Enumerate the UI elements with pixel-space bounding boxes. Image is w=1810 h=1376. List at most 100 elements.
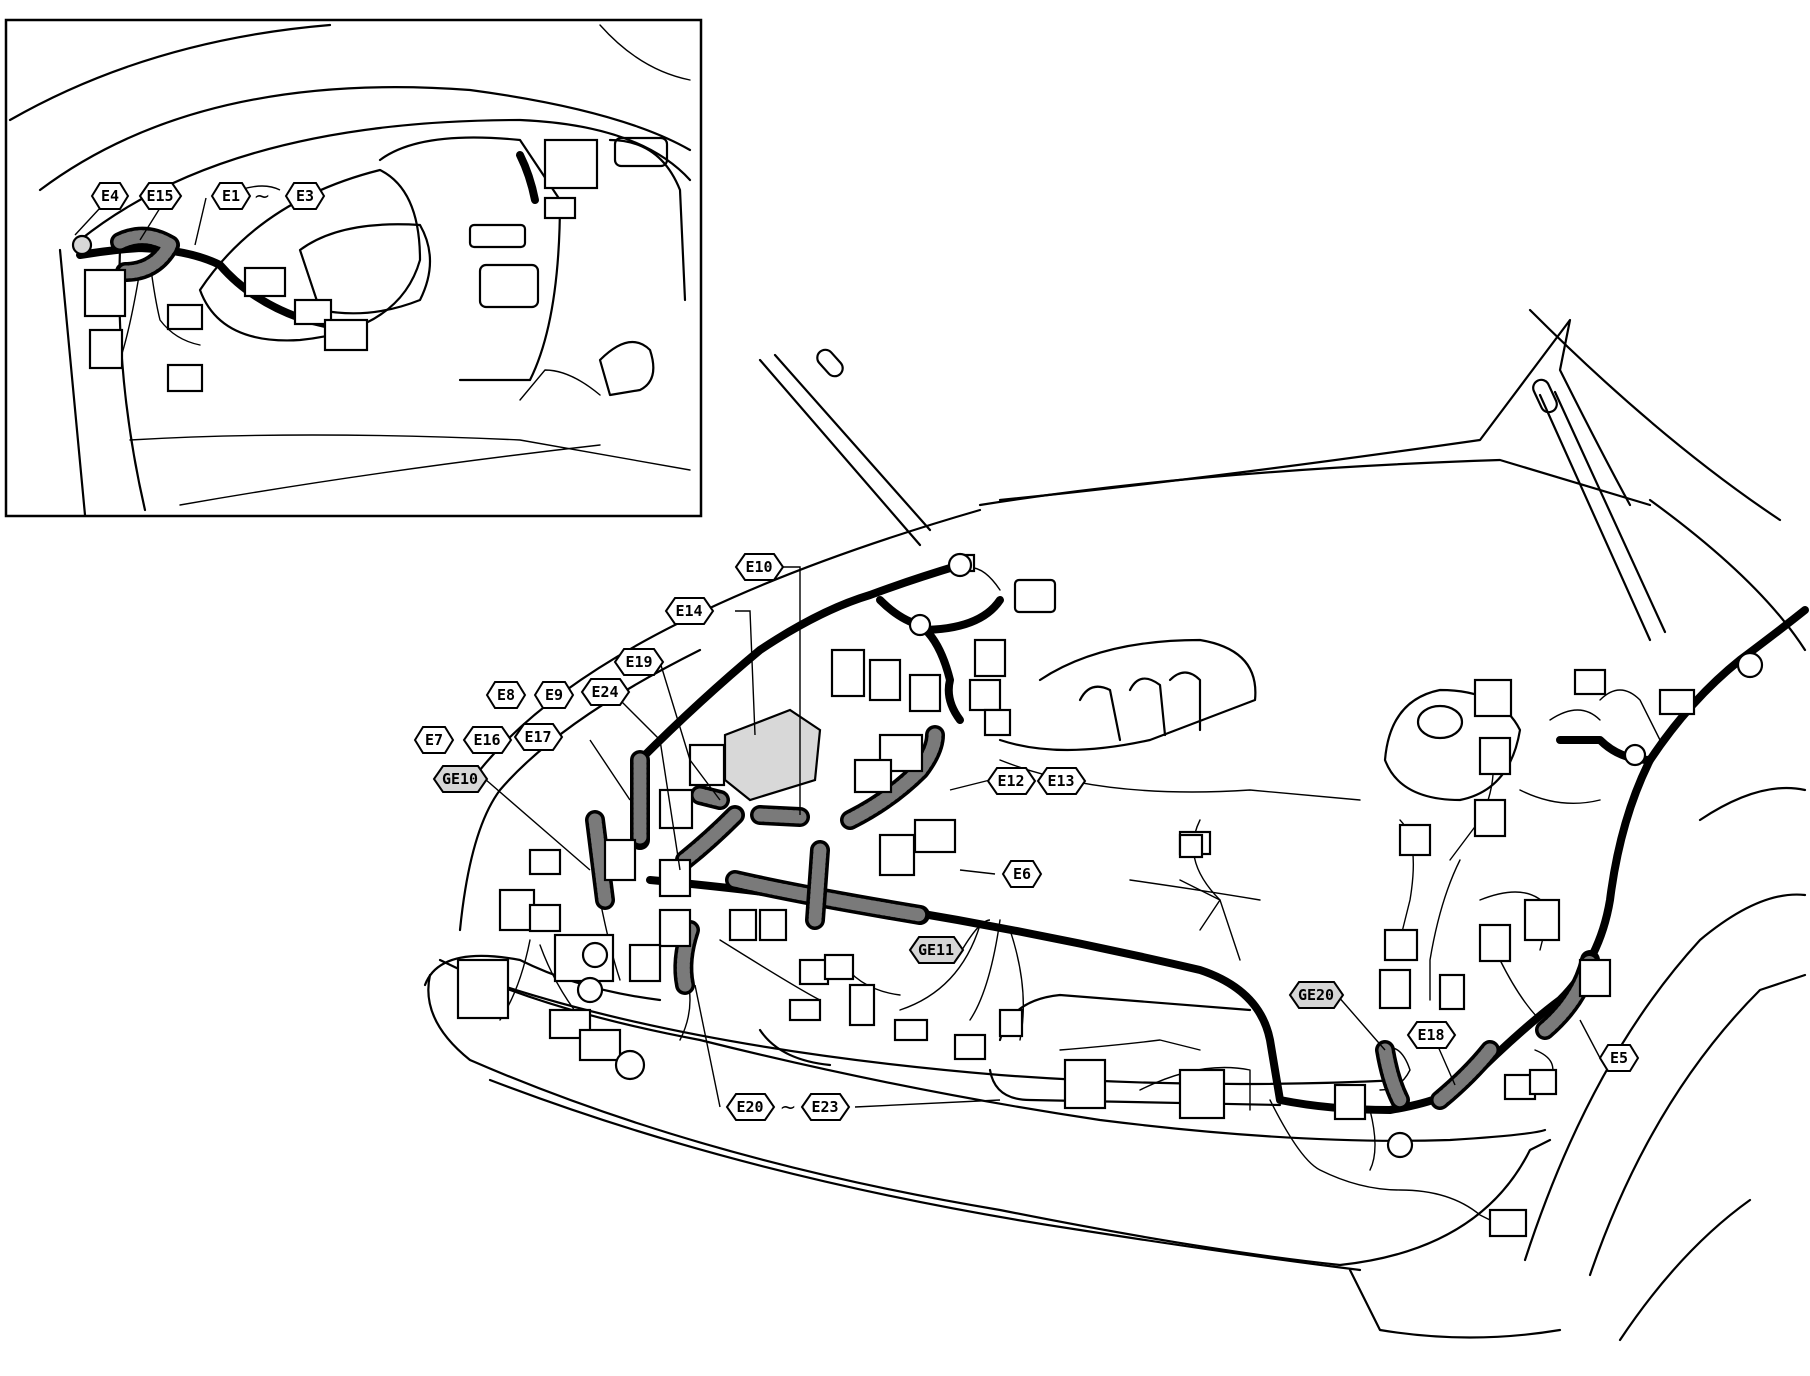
label-ge20: GE20	[1288, 981, 1345, 1009]
label-ge11: GE11	[908, 936, 965, 964]
connector-icon	[243, 266, 287, 298]
label-e5-text: E5	[1610, 1049, 1628, 1067]
connector-icon	[688, 743, 726, 787]
relay-box-icon	[723, 708, 822, 802]
label-e9: E9	[533, 681, 575, 709]
ground-icon	[1736, 651, 1764, 679]
connector-icon	[166, 303, 204, 331]
connector-icon	[853, 758, 893, 794]
label-e10: E10	[734, 553, 785, 581]
connector-icon	[578, 1028, 622, 1062]
connector-icon	[581, 941, 609, 969]
label-e24: E24	[580, 678, 631, 706]
label-e3-text: E3	[296, 187, 314, 205]
connector-icon	[758, 908, 788, 942]
label-e23: E23	[800, 1093, 851, 1121]
label-e17: E17	[513, 723, 564, 751]
label-ge10: GE10	[432, 765, 489, 793]
connector-icon	[658, 858, 692, 898]
label-e10-text: E10	[745, 558, 772, 576]
label-ge11-text: GE11	[918, 941, 954, 959]
label-e19: E19	[613, 648, 665, 676]
dashboard-inset	[4, 18, 703, 518]
label-e1-text: E1	[222, 187, 240, 205]
connector-icon	[1658, 688, 1696, 716]
connector-icon	[628, 943, 662, 983]
label-ge10-text: GE10	[442, 770, 478, 788]
connector-icon	[528, 848, 562, 876]
label-e14-text: E14	[675, 602, 702, 620]
label-e17-text: E17	[524, 728, 551, 746]
connector-icon	[83, 268, 127, 318]
connector-icon	[1523, 898, 1561, 942]
ground-icon	[71, 234, 93, 256]
label-e16-text: E16	[473, 731, 500, 749]
connector-icon	[543, 196, 577, 220]
connector-icon	[498, 888, 536, 932]
ground-icon	[947, 552, 973, 578]
connector-icon	[1398, 823, 1432, 857]
connector-icon	[614, 1049, 646, 1081]
connector-icon	[973, 638, 1007, 678]
connector-icon	[1063, 1058, 1107, 1110]
leader-lines	[74, 185, 1601, 1108]
inset-frame	[4, 18, 703, 518]
label-e3: E3	[284, 182, 326, 210]
connector-icon	[1478, 736, 1512, 776]
connector-icon	[1333, 1083, 1367, 1121]
connector-icon	[968, 678, 1002, 712]
connector-icon	[1378, 968, 1412, 1010]
label-e24-text: E24	[591, 683, 618, 701]
engine-harness	[456, 552, 1809, 1238]
label-e8-text: E8	[497, 686, 515, 704]
connector-icon	[1178, 1068, 1226, 1120]
connector-icon	[1578, 958, 1612, 998]
label-e16: E16	[462, 726, 513, 754]
connector-icon	[528, 903, 562, 933]
label-e20: E20	[725, 1093, 776, 1121]
label-ge20-text: GE20	[1298, 986, 1334, 1004]
connector-icon	[848, 983, 876, 1027]
label-e1: E1	[210, 182, 252, 210]
label-e7-text: E7	[425, 731, 443, 749]
label-e4-text: E4	[101, 187, 119, 205]
connector-icon	[868, 658, 902, 702]
label-e19-text: E19	[625, 653, 652, 671]
label-e18: E18	[1406, 1021, 1457, 1049]
ground-icon	[1386, 1131, 1414, 1159]
label-e23-text: E23	[811, 1098, 838, 1116]
connector-icon	[456, 958, 510, 1020]
connector-icon	[1473, 678, 1513, 718]
connector-icon	[788, 998, 822, 1022]
inset-harness	[71, 138, 599, 393]
label-e13-text: E13	[1047, 772, 1074, 790]
connector-icon	[1488, 1208, 1528, 1238]
connector-icon	[1013, 578, 1057, 614]
ground-icon	[908, 613, 932, 637]
label-e12: E12	[986, 767, 1037, 795]
label-e4: E4	[90, 182, 130, 210]
range-separator: ~	[254, 184, 271, 208]
connector-icon	[1383, 928, 1419, 962]
connector-icon	[603, 838, 637, 882]
label-e20-text: E20	[736, 1098, 763, 1116]
label-e8: E8	[485, 681, 527, 709]
connector-icon	[913, 818, 957, 854]
label-e6-text: E6	[1013, 865, 1031, 883]
connector-icon	[953, 1033, 987, 1061]
connector-icon	[728, 908, 758, 942]
connector-icon	[1478, 923, 1512, 963]
label-e5: E5	[1598, 1044, 1640, 1072]
connector-icon	[893, 1018, 929, 1042]
label-e6: E6	[1001, 860, 1043, 888]
label-e9-text: E9	[545, 686, 563, 704]
connector-icon	[88, 328, 124, 370]
connector-icon	[576, 976, 604, 1004]
connector-icon	[1473, 798, 1507, 838]
connector-icon	[543, 138, 599, 190]
connector-icon	[830, 648, 866, 698]
connector-icon	[1178, 833, 1204, 859]
label-e15-text: E15	[146, 187, 173, 205]
connector-icon	[998, 1008, 1024, 1038]
